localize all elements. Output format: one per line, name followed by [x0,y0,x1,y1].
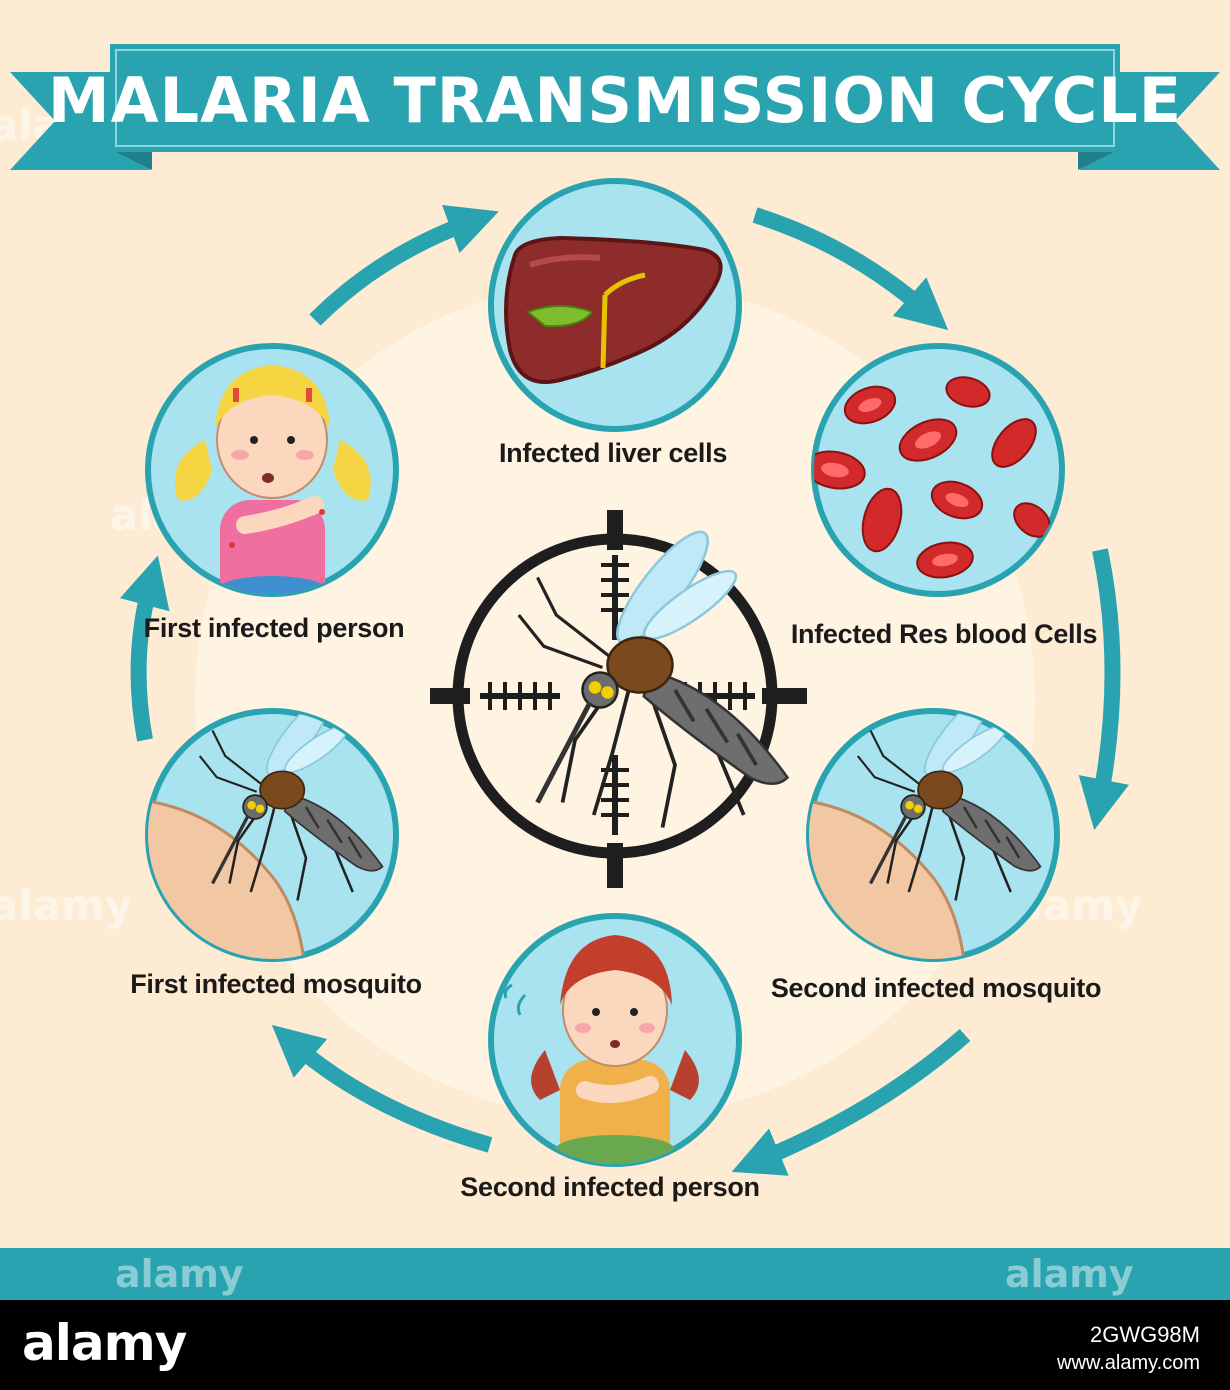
stage-second-infected-person [488,913,742,1167]
stock-footer: alamy 2GWG98M www.alamy.com [0,1300,1230,1390]
footer-image-id: 2GWG98M [1089,1322,1200,1347]
stage-first-infected-mosquito [145,708,399,962]
red-blood-cells-icon [814,376,1051,579]
arrow-person1-to-liver [309,205,499,326]
arrow-mosquito2-to-person2 [731,1029,971,1176]
label-second-infected-mosquito: Second infected mosquito [770,973,1102,1003]
label-infected-liver-cells: Infected liver cells [498,438,728,468]
stage-first-infected-person [145,343,399,597]
bottom-bar: alamy alamy [0,1248,1230,1300]
arrow-blood-to-mosquito2 [1078,548,1130,831]
label-first-infected-mosquito: First infected mosquito [130,969,422,999]
arrow-person2-to-mosquito1 [271,1024,493,1153]
cycle-arrows [119,205,1130,1176]
girl-icon [174,365,371,594]
footer-url[interactable]: www.alamy.com [1057,1352,1200,1374]
infographic: alamy alamy alamy alamy alamy alamy alam… [0,0,1230,1300]
arrow-liver-to-blood [752,207,949,331]
stage-infected-liver-cells [488,178,742,432]
liver-icon [504,235,723,384]
title-banner: MALARIA TRANSMISSION CYCLE [10,44,1220,170]
label-first-infected-person: First infected person [143,613,405,643]
stage-infected-red-blood-cells [811,343,1065,597]
watermark-text: alamy [115,1252,244,1296]
watermark-text: alamy [1005,1252,1134,1296]
watermark-text: alamy [0,881,132,930]
arrow-mosquito1-to-person1 [119,555,170,742]
girl-icon [503,935,699,1164]
center-crosshair [430,510,807,888]
diagram-canvas: alamy alamy alamy alamy alamy alamy alam… [0,44,1220,1176]
label-infected-red-blood-cells: Infected Res blood Cells [790,619,1098,649]
footer-logo: alamy [22,1314,187,1372]
label-second-infected-person: Second infected person [460,1172,760,1202]
page-title: MALARIA TRANSMISSION CYCLE [48,64,1182,137]
